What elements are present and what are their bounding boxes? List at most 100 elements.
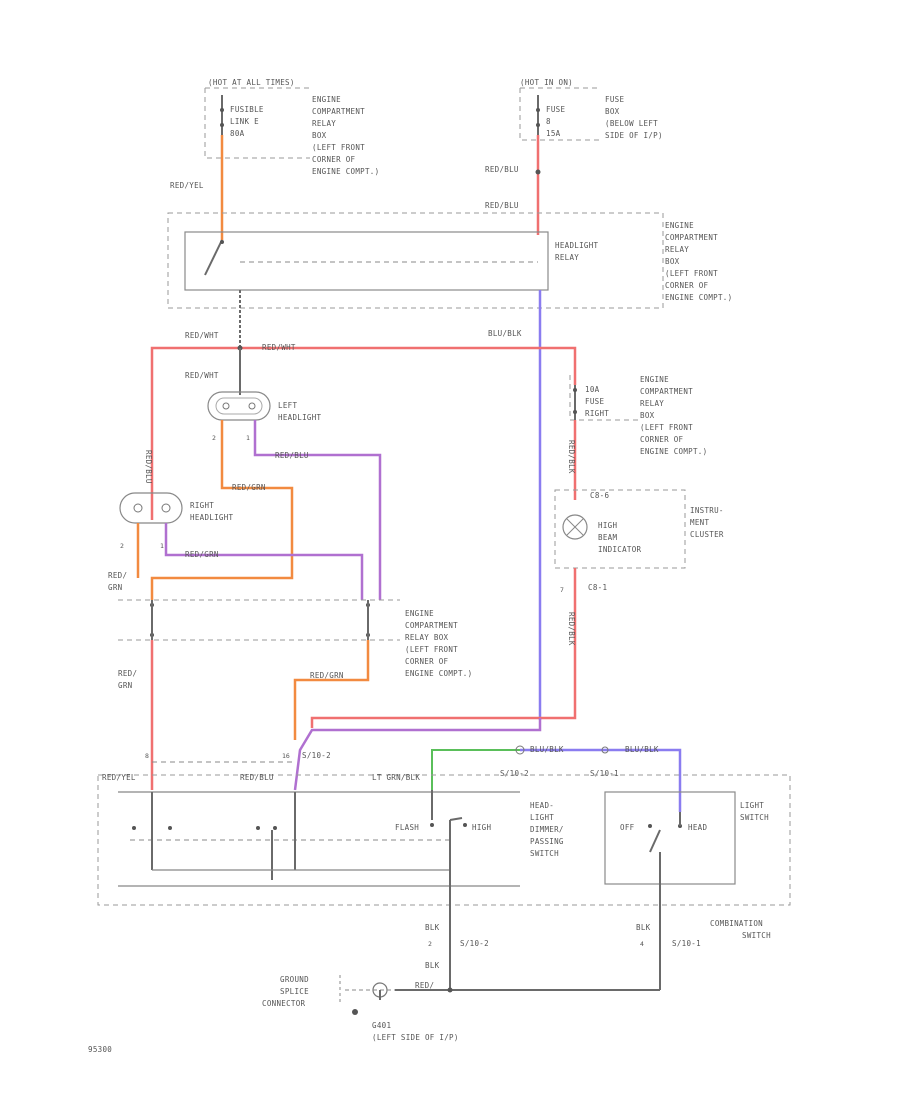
component-label: CONNECTOR: [262, 999, 306, 1008]
wire-label: BLK: [636, 923, 651, 932]
location-label: MENT: [690, 518, 709, 527]
wire-red-blk-lower: [310, 568, 577, 728]
component-label: HEADLIGHT: [190, 513, 234, 522]
wire-label: RED/GRN: [185, 550, 219, 559]
location-label: BOX: [312, 131, 327, 140]
location-label: SIDE OF I/P): [605, 131, 663, 140]
wire-label: BLU/BLK: [625, 745, 659, 754]
pin-label: 16: [282, 752, 290, 760]
location-label: RELAY: [640, 399, 664, 408]
location-label: COMPARTMENT: [312, 107, 365, 116]
location-label: BOX: [640, 411, 655, 420]
fuse-box-1-title: (HOT AT ALL TIMES): [208, 78, 295, 87]
wire-label: RED/BLU: [240, 773, 274, 782]
wire-label: RED/WHT: [262, 343, 296, 352]
location-label: CORNER OF: [405, 657, 449, 666]
location-label: (LEFT FRONT: [640, 423, 693, 432]
pin-label: 4: [640, 940, 644, 948]
wire-label: RED/GRN: [232, 483, 266, 492]
location-label: COMPARTMENT: [405, 621, 458, 630]
switch-position-label: OFF: [620, 823, 635, 832]
fuse-right-10a: 10A FUSE RIGHT ENGINE COMPARTMENT RELAY …: [569, 375, 707, 456]
location-label: ENGINE COMPT.): [405, 669, 472, 678]
component-label: GROUND: [280, 975, 309, 984]
location-label: ENGINE: [312, 95, 341, 104]
fusible-link-label: FUSIBLE: [230, 105, 264, 114]
wire-label: RED/YEL: [102, 773, 136, 782]
component-label: INDICATOR: [598, 545, 642, 554]
pin-label: 2: [428, 940, 432, 948]
connector-label: C8-1: [588, 583, 607, 592]
pin-label: 2: [120, 542, 124, 550]
connector-label: S/10-1: [672, 939, 701, 948]
wire-label: RED/WHT: [185, 331, 219, 340]
location-label: COMPARTMENT: [640, 387, 693, 396]
relay-label: RELAY: [555, 253, 579, 262]
ground-label: G401: [372, 1021, 391, 1030]
ground-label: (LEFT SIDE OF I/P): [372, 1033, 459, 1042]
location-label: FUSE: [605, 95, 624, 104]
fuse-label: 10A: [585, 385, 600, 394]
component-label: RIGHT: [190, 501, 214, 510]
wire-label: BLK: [425, 923, 440, 932]
component-label: PASSING: [530, 837, 564, 846]
fuse-box-2-title: (HOT IN ON): [520, 78, 573, 87]
location-label: CORNER OF: [312, 155, 356, 164]
pin-label: 1: [160, 542, 164, 550]
connector-label: C8-6: [590, 491, 609, 500]
component-label: LIGHT: [530, 813, 554, 822]
wire-red-grn-left: [150, 420, 294, 600]
location-label: ENGINE COMPT.): [665, 293, 732, 302]
location-label: ENGINE: [665, 221, 694, 230]
switch-position-label: HEAD: [688, 823, 707, 832]
wire-label: RED/YEL: [170, 181, 204, 190]
wire-label: RED/BLK: [567, 440, 576, 474]
connector-label: S/10-1: [590, 769, 619, 778]
wire-label: RED/BLK: [567, 612, 576, 646]
component-label: HIGH: [598, 521, 617, 530]
wire-label: RED/: [415, 981, 434, 990]
fuse-box-15a: (HOT IN ON) FUSE 8 15A FUSE BOX (BELOW L…: [519, 78, 663, 141]
component-label: SWITCH: [740, 813, 769, 822]
location-label: ENGINE: [640, 375, 669, 384]
fuse-label: FUSE: [546, 105, 565, 114]
location-label: CORNER OF: [665, 281, 709, 290]
location-label: CORNER OF: [640, 435, 684, 444]
location-label: (LEFT FRONT: [665, 269, 718, 278]
wire-blu-blk-lower: [293, 718, 542, 791]
location-label: ENGINE COMPT.): [640, 447, 707, 456]
wire-lt-grn-blk: [431, 749, 520, 790]
wire-label: LT GRN/BLK: [372, 773, 420, 782]
high-beam-indicator: C8-6 HIGH BEAM INDICATOR INSTRU- MENT CL…: [554, 489, 724, 569]
component-label: SPLICE: [280, 987, 309, 996]
fusible-link-label: LINK E: [230, 117, 259, 126]
wire-label: GRN: [108, 583, 122, 592]
wire-label: BLK: [425, 961, 440, 970]
component-label: SWITCH: [530, 849, 559, 858]
ground-splice-connector: GROUND SPLICE CONNECTOR G401 (LEFT SIDE …: [262, 975, 459, 1042]
component-label: COMBINATION: [710, 919, 763, 928]
pin-label: 2: [212, 434, 216, 442]
location-label: (BELOW LEFT: [605, 119, 658, 128]
combination-switch: RED/YEL RED/BLU LT GRN/BLK FLASH HIGH HE…: [97, 773, 791, 990]
component-label: LIGHT: [740, 801, 764, 810]
location-label: ENGINE COMPT.): [312, 167, 379, 176]
location-label: BOX: [665, 257, 680, 266]
component-label: SWITCH: [742, 931, 771, 940]
fuse-box-10a: ENGINE COMPARTMENT RELAY BOX (LEFT FRONT…: [118, 599, 472, 678]
connector-label: S/10-2: [460, 939, 489, 948]
fusible-link-label: 80A: [230, 129, 245, 138]
switch-position-label: FLASH: [395, 823, 419, 832]
location-label: (LEFT FRONT: [312, 143, 365, 152]
wire-blu-blk-switch: [520, 748, 682, 812]
wire-label: GRN: [118, 681, 132, 690]
fuse-label: RIGHT: [585, 409, 609, 418]
pin-label: 7: [560, 586, 564, 594]
wire-label: RED/GRN: [310, 671, 344, 680]
headlight-relay: HEADLIGHT RELAY ENGINE COMPARTMENT RELAY…: [167, 212, 732, 309]
connector-label: S/10-2: [302, 751, 331, 760]
wire-red-grn-right: [164, 523, 364, 600]
wire-red-grn-mid: [293, 640, 370, 740]
fuse-label: FUSE: [585, 397, 604, 406]
